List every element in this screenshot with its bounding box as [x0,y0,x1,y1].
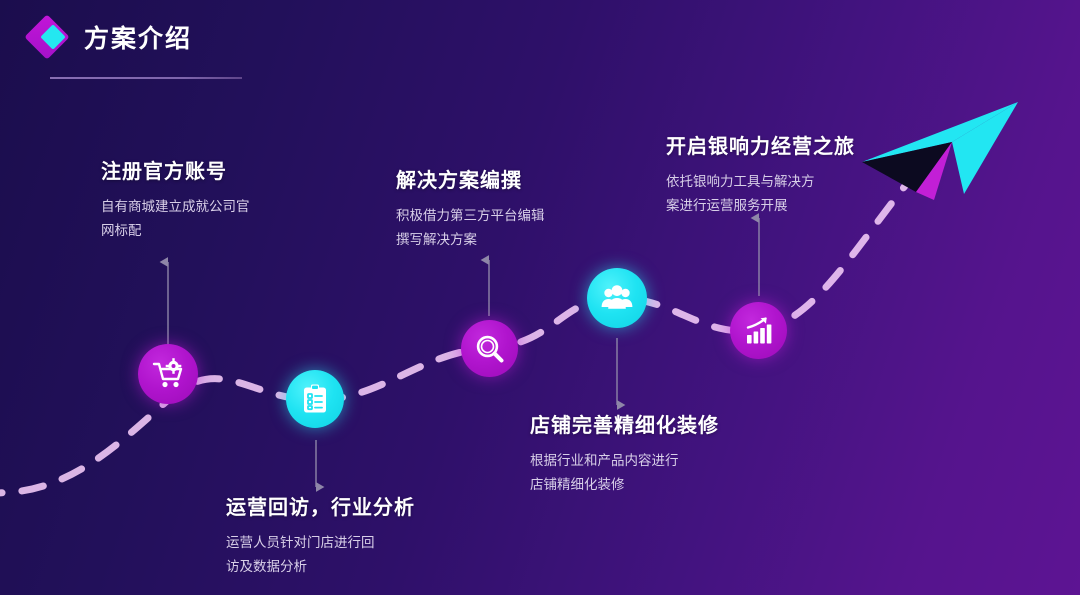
people-group-icon [601,285,633,309]
step-title-5: 开启银响力经营之旅 [666,136,855,158]
step-text-5: 开启银响力经营之旅 依托银响力工具与解决方 案进行运营服务开展 [666,130,896,217]
magnifier-search-icon [476,335,503,362]
step-node-2-clipboard-checklist-icon[interactable] [286,370,344,428]
step-text-1: 注册官方账号 自有商城建立成就公司官 网标配 [101,155,321,242]
header-underline [50,77,242,79]
step-title-4: 店铺完善精细化装修 [530,415,719,437]
step-node-4-people-group-icon[interactable] [587,268,647,328]
step-node-5-bar-chart-growth-icon[interactable] [730,302,787,359]
shopping-cart-gear-icon [152,358,183,388]
step-text-4: 店铺完善精细化装修 根据行业和产品内容进行 店铺精细化装修 [530,409,770,496]
bar-chart-growth-icon [746,316,771,343]
step-desc-1: 自有商城建立成就公司官 网标配 [101,199,250,238]
step-title-2: 运营回访，行业分析 [226,497,415,519]
step-desc-2: 运营人员针对门店进行回 访及数据分析 [226,535,375,574]
step-node-1-shopping-cart-gear-icon[interactable] [138,344,198,404]
paper-plane-icon [862,102,1018,200]
page-title: 方案介绍 [84,25,193,53]
step-desc-3: 积极借力第三方平台编辑 撰写解决方案 [396,208,545,247]
step-text-3: 解决方案编撰 积极借力第三方平台编辑 撰写解决方案 [396,164,616,251]
slide-header: 方案介绍 [24,14,192,60]
step-title-3: 解决方案编撰 [396,170,522,192]
step-desc-5: 依托银响力工具与解决方 案进行运营服务开展 [666,174,815,213]
clipboard-checklist-icon [304,384,326,413]
step-text-2: 运营回访，行业分析 运营人员针对门店进行回 访及数据分析 [226,491,456,578]
step-node-3-magnifier-search-icon[interactable] [461,320,518,377]
diamond-logo-icon [24,14,70,60]
step-desc-4: 根据行业和产品内容进行 店铺精细化装修 [530,453,679,492]
step-title-1: 注册官方账号 [101,161,227,183]
